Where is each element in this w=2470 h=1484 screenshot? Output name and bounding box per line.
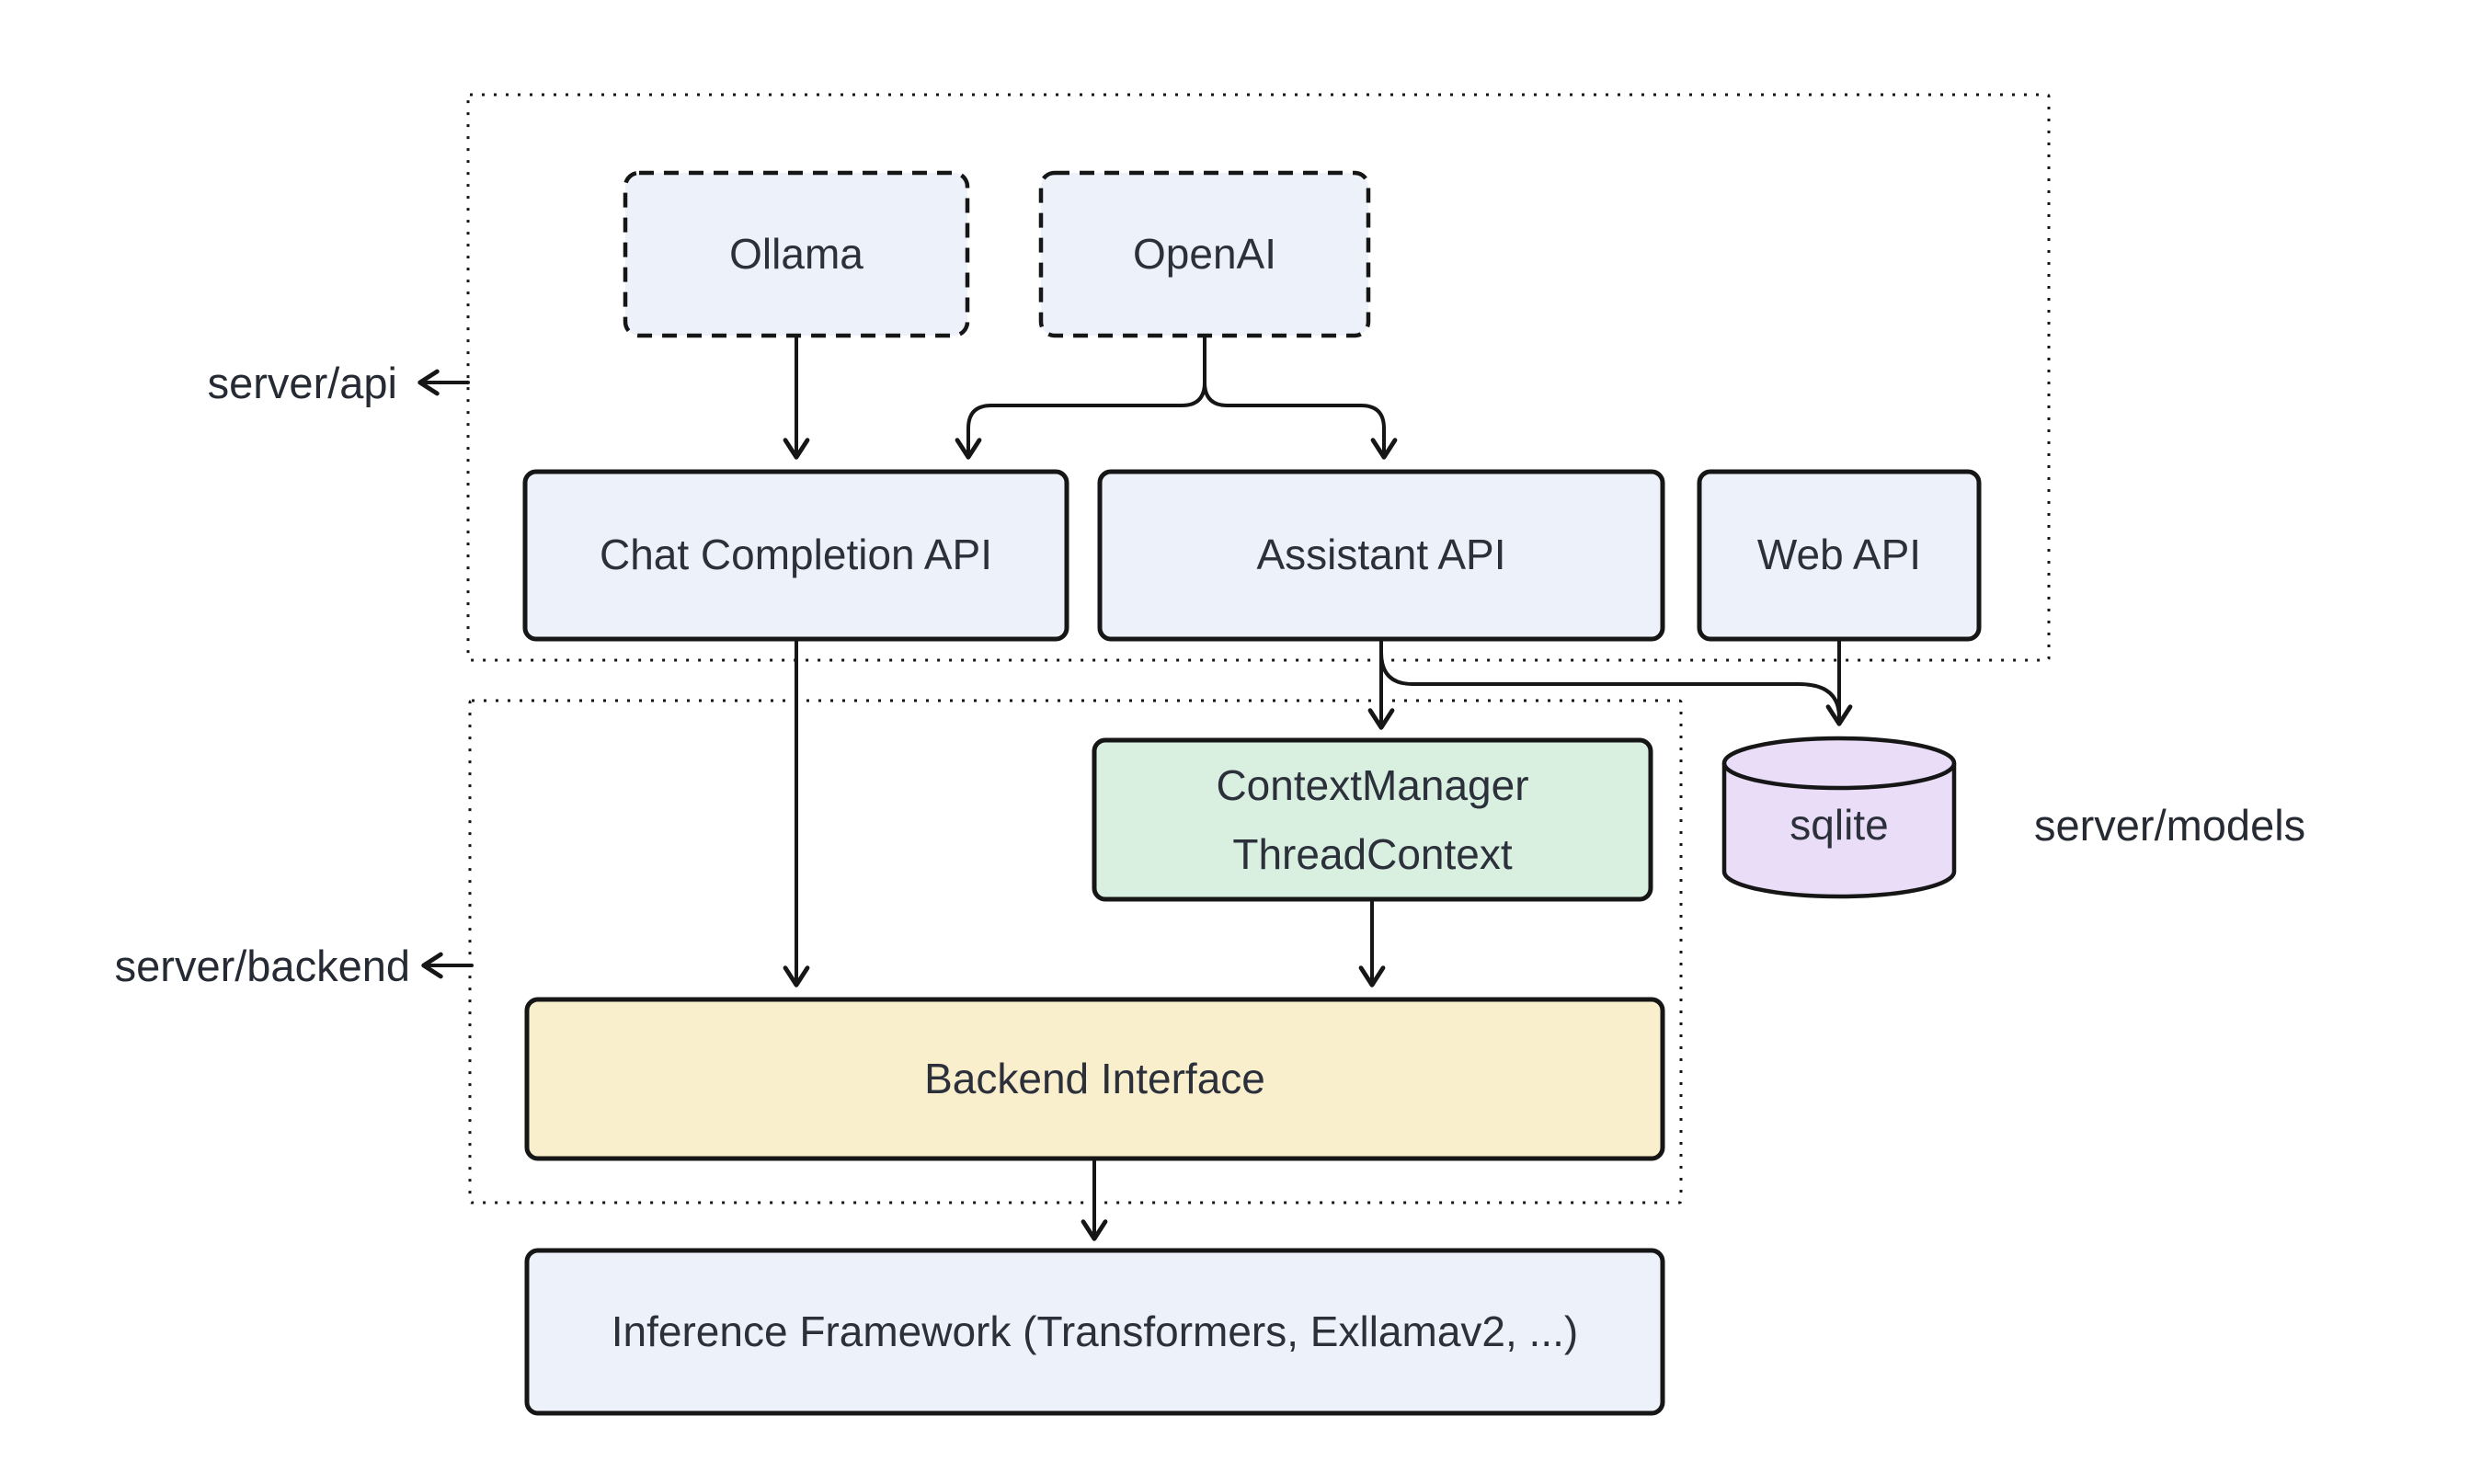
cylinder-top [1721, 736, 1957, 791]
cylinder-body [1721, 763, 1957, 899]
node-assistant-api-box [1097, 469, 1665, 642]
node-chat-completion-api-box [522, 469, 1069, 642]
node-sqlite-cylinder [1721, 736, 1957, 899]
node-backend-interface-box [524, 997, 1665, 1161]
node-ollama-box [623, 170, 970, 338]
group-server-backend-container [468, 699, 1683, 1204]
node-inference-framework-box [524, 1248, 1665, 1416]
edge-assistant-to-sqlite-branch [1379, 651, 1841, 719]
edge-openai-to-assistant [1203, 381, 1398, 460]
node-openai-box [1038, 170, 1371, 338]
edge-openai-to-chat [955, 381, 1206, 460]
node-context-manager-box [1092, 737, 1653, 902]
node-web-api-box [1697, 469, 1982, 642]
